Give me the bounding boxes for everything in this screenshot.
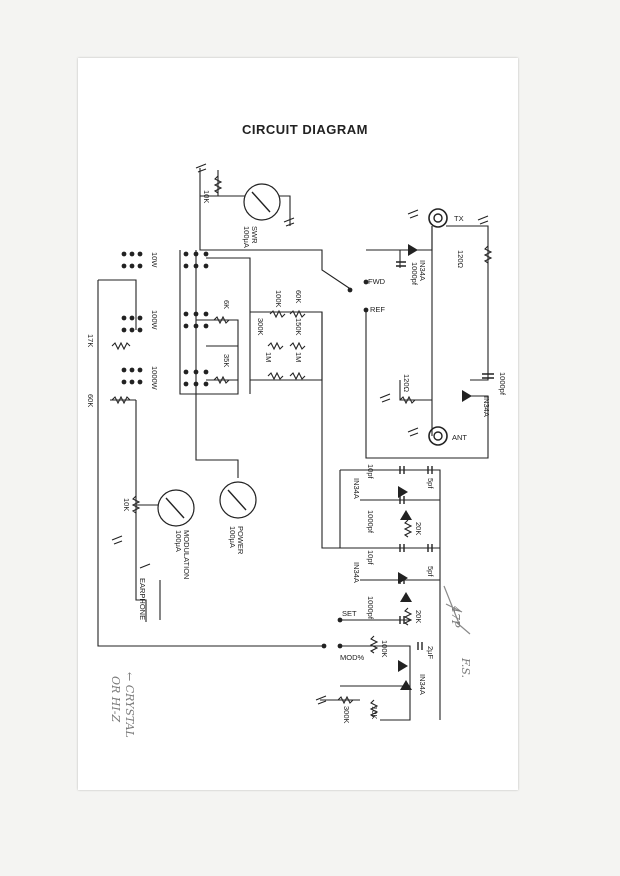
label-meter-pwr: POWER [236, 526, 245, 555]
label-r-120-tx: 120Ω [456, 250, 465, 269]
label-c-1000pf-b: 1000pf [498, 372, 507, 396]
label-meter-swr-val: 100μA [242, 226, 251, 248]
capacitors [396, 261, 494, 650]
label-sw-100w: 100W [150, 310, 159, 331]
label-sw-10w: 10W [150, 252, 159, 268]
label-r-120-mid: 120Ω [402, 374, 411, 393]
label-ant: ANT [452, 433, 467, 442]
label-d-in34a-a: IN34A [418, 260, 427, 281]
label-earphone: EARPHONE [138, 578, 147, 620]
range-switch-bank [121, 251, 369, 649]
diagram-title: CIRCUIT DIAGRAM [242, 122, 368, 137]
diodes [398, 244, 472, 690]
swr-meter [243, 183, 281, 221]
paper-sheet [78, 58, 518, 790]
label-d-in34a-d: IN34A [352, 562, 361, 583]
label-r-10k-bot: 10K [370, 706, 379, 719]
label-r-300k-b: 300K [342, 706, 351, 724]
label-ref: REF [370, 305, 385, 314]
label-r-100k-a: 100K [274, 290, 283, 308]
resistors [111, 175, 493, 718]
label-r-20k-b: 20K [414, 610, 423, 623]
label-r-100k-b: 100K [380, 640, 389, 658]
label-c-10pf-b: 10pf [366, 550, 375, 566]
label-r-10k-mod: 10K [122, 498, 131, 511]
label-meter-pwr-val: 100μA [228, 526, 237, 548]
handwritten-hi-z: OR HI-Z [109, 676, 122, 722]
label-r-150k: 150K [294, 318, 303, 336]
label-c-10pf-a: 10pf [366, 464, 375, 480]
label-sw-1000w: 1000W [150, 366, 159, 391]
label-c-5pf-b: 5pf [426, 566, 435, 577]
handwritten-47p: 47P [449, 605, 462, 628]
label-mod: MOD% [340, 653, 364, 662]
label-r-60k-mid: 60K [294, 290, 303, 303]
ant-connector [428, 426, 448, 446]
label-tx: TX [454, 214, 464, 223]
label-r-35k: 35K [222, 354, 231, 367]
modulation-meter [157, 489, 195, 527]
label-meter-swr: SWR [250, 226, 259, 244]
label-fwd: FWD [368, 277, 386, 286]
handwritten-fs: F.S. [459, 657, 472, 678]
label-r-1m-a: 1M [264, 352, 273, 362]
label-c-1000pf-d: 1000pf [366, 596, 375, 620]
tx-connector [428, 208, 448, 228]
label-meter-mod: MODULATION [182, 530, 191, 579]
label-c-1000pf-c: 1000pf [366, 510, 375, 534]
label-r-10k-top: 10K [202, 190, 211, 203]
label-c-5pf-a: 5pf [426, 478, 435, 489]
power-meter [219, 481, 257, 519]
label-r-300k-a: 300K [256, 318, 265, 336]
handwritten-crystal: ← CRYSTAL [123, 672, 136, 738]
label-c-1000pf-a: 1000pf [410, 262, 419, 286]
label-set: SET [342, 609, 357, 618]
label-d-in34a-c: IN34A [352, 478, 361, 499]
label-r-20k-a: 20K [414, 522, 423, 535]
label-r-1m-b: 1M [294, 352, 303, 362]
handwritten-mark [443, 585, 471, 635]
label-d-in34a-b: IN34A [482, 396, 491, 417]
label-r-17k: 17K [86, 334, 95, 347]
wiring [97, 168, 489, 721]
label-meter-mod-val: 100μA [174, 530, 183, 552]
label-r-60k-left: 60K [86, 394, 95, 407]
label-c-2uf: 2μF [426, 646, 435, 659]
label-d-in34a-e: IN34A [418, 674, 427, 695]
ground-symbols [111, 163, 489, 705]
label-r-6k: 6K [222, 300, 231, 309]
